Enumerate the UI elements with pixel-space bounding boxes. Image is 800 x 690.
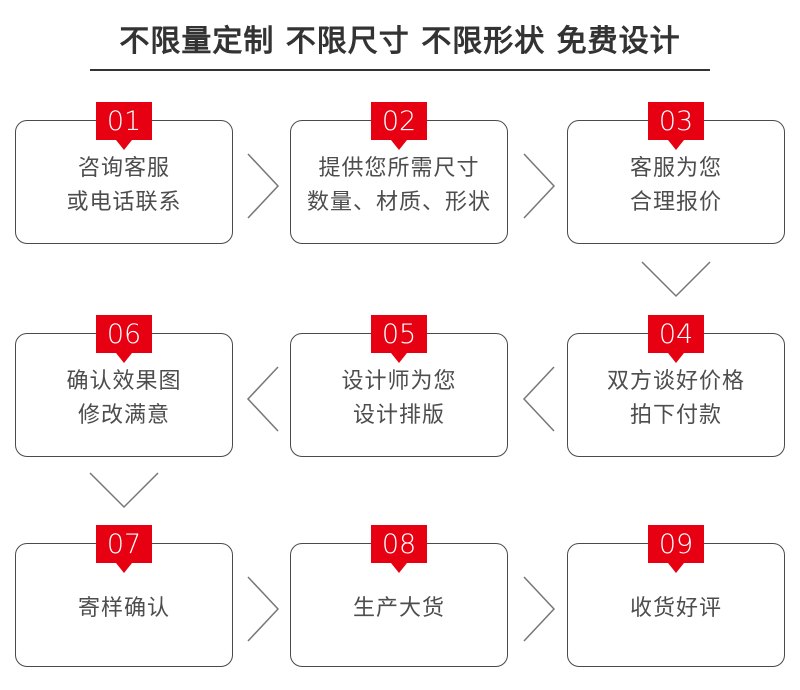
flow-step-04: 04 双方谈好价格 拍下付款 xyxy=(567,315,785,457)
flow-step-08: 08 生产大货 xyxy=(290,525,508,667)
step-number-badge: 02 xyxy=(371,102,427,140)
step-line-1: 双方谈好价格 xyxy=(606,369,745,394)
step-number-badge: 04 xyxy=(648,315,704,353)
step-line-1: 生产大货 xyxy=(352,596,445,621)
arrow-right-icon xyxy=(246,575,280,643)
step-text: 客服为您 合理报价 xyxy=(630,152,722,220)
flow-step-09: 09 收货好评 xyxy=(567,525,785,667)
step-line-1: 客服为您 xyxy=(629,156,722,181)
step-line-1: 寄样确认 xyxy=(77,596,170,621)
step-text: 确认效果图 修改满意 xyxy=(66,365,181,433)
step-text: 提供您所需尺寸 数量、材质、形状 xyxy=(307,152,491,220)
flow-step-06: 06 确认效果图 修改满意 xyxy=(15,315,233,457)
step-line-2: 或电话联系 xyxy=(66,190,182,215)
step-text: 咨询客服 或电话联系 xyxy=(66,152,181,220)
step-text: 收货好评 xyxy=(630,592,722,626)
arrow-right-icon xyxy=(522,575,556,643)
step-line-1: 提供您所需尺寸 xyxy=(318,156,480,181)
arrow-left-icon xyxy=(246,365,280,433)
arrow-down-icon xyxy=(88,471,160,509)
page-title: 不限量定制 不限尺寸 不限形状 免费设计 xyxy=(119,24,681,59)
step-line-2: 合理报价 xyxy=(629,190,722,215)
step-number-badge: 01 xyxy=(96,102,152,140)
step-number-badge: 07 xyxy=(96,525,152,563)
flow-step-03: 03 客服为您 合理报价 xyxy=(567,102,785,244)
arrow-right-icon xyxy=(522,152,556,220)
arrow-left-icon xyxy=(522,365,556,433)
flow-step-02: 02 提供您所需尺寸 数量、材质、形状 xyxy=(290,102,508,244)
step-line-1: 确认效果图 xyxy=(66,369,182,394)
step-number-badge: 08 xyxy=(371,525,427,563)
flow-step-07: 07 寄样确认 xyxy=(15,525,233,667)
step-line-2: 修改满意 xyxy=(77,403,170,428)
step-text: 生产大货 xyxy=(353,592,445,626)
step-line-1: 咨询客服 xyxy=(77,156,170,181)
flow-step-05: 05 设计师为您 设计排版 xyxy=(290,315,508,457)
step-line-2: 设计排版 xyxy=(352,403,445,428)
step-line-2: 数量、材质、形状 xyxy=(306,190,491,215)
step-text: 寄样确认 xyxy=(78,592,170,626)
step-line-1: 收货好评 xyxy=(629,596,722,621)
arrow-down-icon xyxy=(640,260,712,298)
step-number-badge: 03 xyxy=(648,102,704,140)
flow-step-01: 01 咨询客服 或电话联系 xyxy=(15,102,233,244)
step-number-badge: 09 xyxy=(648,525,704,563)
title-underline xyxy=(90,69,710,71)
step-number-badge: 06 xyxy=(96,315,152,353)
step-number-badge: 05 xyxy=(371,315,427,353)
arrow-right-icon xyxy=(246,152,280,220)
step-text: 双方谈好价格 拍下付款 xyxy=(607,365,745,433)
step-text: 设计师为您 设计排版 xyxy=(341,365,456,433)
step-line-2: 拍下付款 xyxy=(629,403,722,428)
step-line-1: 设计师为您 xyxy=(341,369,457,394)
